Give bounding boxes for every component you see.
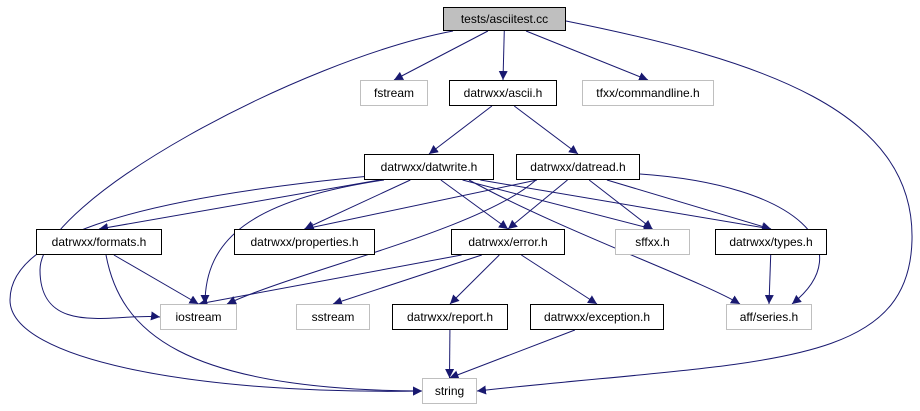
edge-datread-to-properties (304, 179, 538, 232)
node-label: datrwxx/datwrite.h (380, 160, 478, 174)
edge-datread-to-iostream (226, 179, 537, 305)
node-string: string (422, 378, 477, 404)
node-label: datrwxx/ascii.h (463, 86, 543, 100)
edge-formats-to-string (105, 254, 423, 396)
edge-formats-to-iostream (113, 254, 199, 305)
node-aff-series-h: aff/series.h (726, 304, 812, 330)
node-label: tests/asciitest.cc (460, 12, 549, 26)
node-sstream: sstream (296, 304, 370, 330)
edge-datread-to-types (606, 179, 772, 231)
node-label: datrwxx/exception.h (543, 310, 651, 324)
edge-types-to-series (764, 254, 774, 305)
node-fstream: fstream (360, 80, 428, 106)
node-datrwxx-properties-h[interactable]: datrwxx/properties.h (234, 229, 375, 255)
node-iostream: iostream (160, 304, 237, 330)
edge-asciitest-to-string (476, 20, 913, 395)
node-label: sffxx.h (635, 235, 670, 249)
edge-asciitest-to-ascii (498, 30, 508, 81)
edge-datwrite-to-formats (98, 179, 380, 232)
edge-ascii-to-datwrite (428, 105, 493, 155)
edge-ascii-to-datread (513, 105, 579, 155)
node-label: datrwxx/formats.h (51, 235, 147, 249)
edge-datwrite-to-error (440, 179, 509, 230)
edge-datwrite-to-types (480, 179, 772, 232)
edge-error-to-sstream (332, 254, 482, 306)
node-tests-asciitest-cc: tests/asciitest.cc (443, 7, 566, 31)
node-label: datrwxx/types.h (729, 235, 813, 249)
edge-datwrite-to-sffxx (462, 179, 653, 232)
edge-error-to-report (449, 254, 500, 305)
edge-asciitest-to-fstream (393, 30, 489, 81)
edge-datread-to-sffxx (588, 179, 653, 230)
node-label: fstream (373, 86, 414, 100)
edge-error-to-iostream (198, 254, 462, 307)
edge-error-to-exception (521, 254, 598, 305)
node-datrwxx-types-h[interactable]: datrwxx/types.h (715, 229, 827, 255)
node-label: aff/series.h (739, 310, 799, 324)
node-label: string (434, 384, 465, 398)
node-datrwxx-formats-h[interactable]: datrwxx/formats.h (36, 229, 162, 255)
node-label: datrwxx/properties.h (250, 235, 359, 249)
node-datrwxx-report-h[interactable]: datrwxx/report.h (392, 304, 508, 330)
edge-datwrite-to-properties (304, 179, 411, 230)
edge-exception-to-string (449, 329, 576, 379)
node-datrwxx-error-h[interactable]: datrwxx/error.h (451, 229, 565, 255)
edge-datread-to-error (507, 179, 568, 230)
node-sffxx-h: sffxx.h (615, 229, 690, 255)
node-datrwxx-datwrite-h[interactable]: datrwxx/datwrite.h (364, 154, 494, 180)
node-label: iostream (175, 310, 222, 324)
node-datrwxx-ascii-h[interactable]: datrwxx/ascii.h (449, 80, 557, 106)
node-datrwxx-exception-h[interactable]: datrwxx/exception.h (530, 304, 664, 330)
node-label: tfxx/commandline.h (596, 86, 700, 100)
node-label: datrwxx/error.h (468, 235, 548, 249)
edge-datwrite-to-string (9, 175, 423, 396)
edge-datwrite-to-iostream (200, 179, 385, 305)
edge-asciitest-to-commandline (525, 30, 649, 81)
node-label: datrwxx/datread.h (530, 160, 626, 174)
edge-datread-to-series (639, 173, 821, 305)
node-label: datrwxx/report.h (406, 310, 494, 324)
node-datrwxx-datread-h[interactable]: datrwxx/datread.h (516, 154, 640, 180)
node-tfxx-commandline-h: tfxx/commandline.h (582, 80, 714, 106)
node-label: sstream (311, 310, 355, 324)
